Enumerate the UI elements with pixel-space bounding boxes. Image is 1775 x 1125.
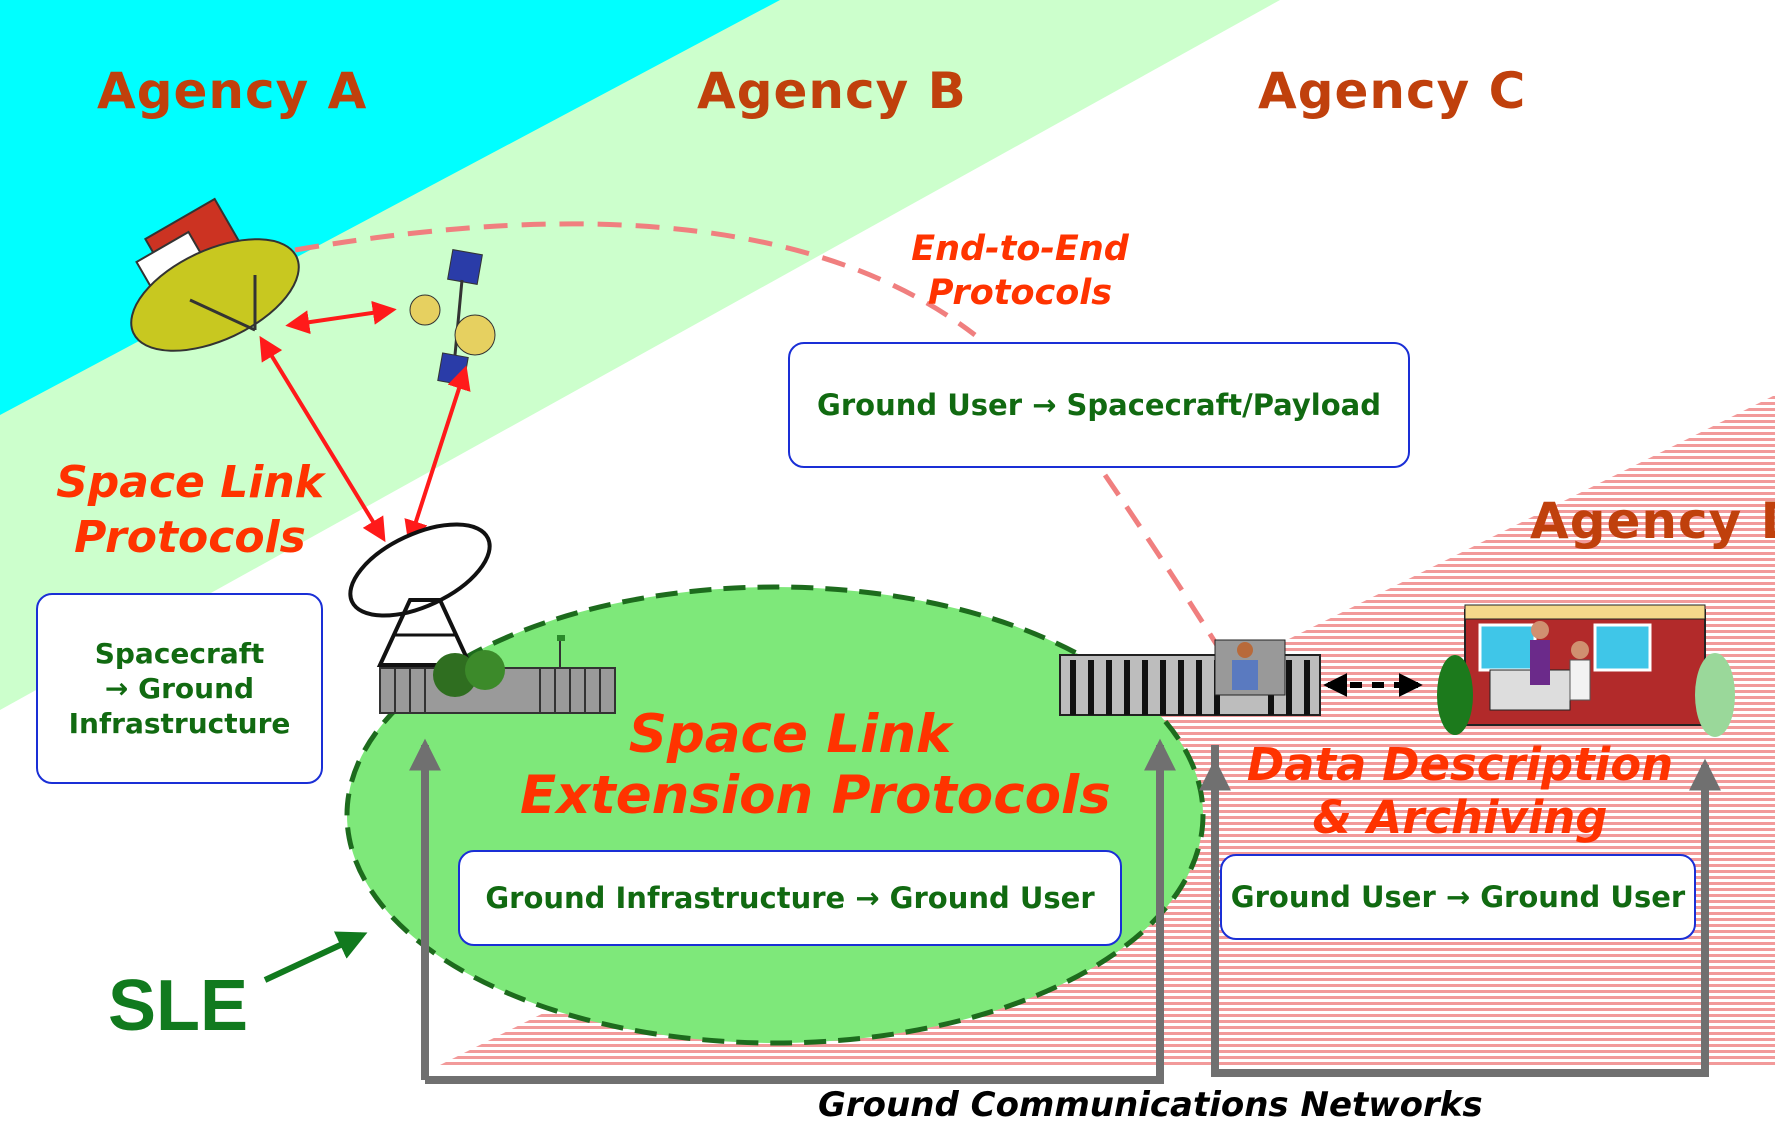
network-line-left (425, 738, 1176, 1084)
user-office-icon (1437, 604, 1735, 737)
end-to-end-line2: Protocols (927, 272, 1113, 313)
end-to-end-path (294, 221, 977, 337)
end-to-end-path-lower (1102, 473, 1223, 652)
sle-pointer-arrow (263, 931, 368, 983)
end-to-end-label: End-to-End Protocols (900, 228, 1140, 316)
ground-user-spacecraft-box: Ground User → Spacecraft/Payload (788, 342, 1410, 468)
end-to-end-line1: End-to-End (911, 229, 1129, 269)
space-link-label: Space Link Protocols (55, 455, 325, 565)
sle-protocols-label: Space Link Extension Protocols (520, 704, 1111, 827)
agency-d-label: Agency D (1530, 492, 1775, 550)
sle-protocols-line1: Space Link (628, 704, 952, 765)
agency-c-label: Agency C (1258, 62, 1527, 120)
red-link-arrow (285, 300, 397, 335)
data-archiving-line2: & Archiving (1312, 791, 1608, 845)
ground-communications-networks-label: Ground Communications Networks (818, 1085, 1483, 1125)
control-center-building-icon (1059, 639, 1321, 716)
space-link-line2: Protocols (74, 512, 306, 563)
spacecraft-ground-infra-box: Spacecraft → Ground Infrastructure (36, 593, 323, 784)
space-link-line1: Space Link (56, 457, 324, 508)
ground-station-antenna-icon (348, 522, 616, 714)
ground-user-ground-user-box: Ground User → Ground User (1220, 854, 1696, 940)
red-link-arrow (259, 335, 386, 543)
ground-user-ground-user-text: Ground User → Ground User (1230, 880, 1686, 914)
sle-label: SLE (108, 966, 249, 1046)
agency-a-label: Agency A (97, 62, 368, 120)
ground-user-spacecraft-text: Ground User → Spacecraft/Payload (817, 388, 1381, 422)
data-archiving-label: Data Description & Archiving (1245, 738, 1675, 844)
ground-infra-ground-user-text: Ground Infrastructure → Ground User (485, 881, 1095, 915)
data-archiving-line1: Data Description (1246, 738, 1674, 791)
red-link-arrow (404, 365, 471, 545)
sle-protocols-line2: Extension Protocols (520, 764, 1111, 826)
agency-b-label: Agency B (697, 62, 967, 120)
spacecraft-ground-infra-text: Spacecraft → Ground Infrastructure (68, 637, 291, 740)
satellite-dish-spacecraft-icon (130, 197, 300, 352)
ground-infra-ground-user-box: Ground Infrastructure → Ground User (458, 850, 1122, 946)
